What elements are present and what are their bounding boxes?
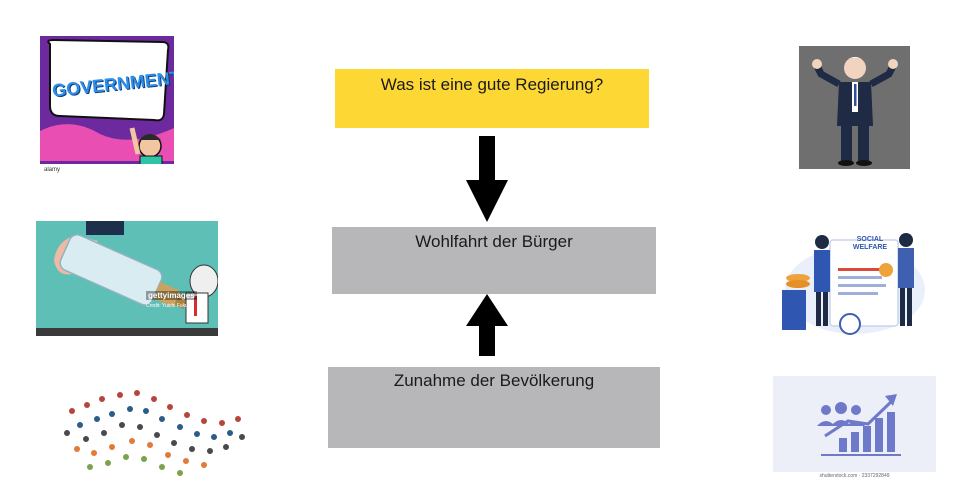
arrow-up-icon: [466, 294, 508, 356]
bottle-credit: Credit: Yuichi Fukui: [146, 303, 189, 309]
middle-box: Wohlfahrt der Bürger: [332, 227, 656, 294]
government-credit: alamy: [44, 167, 61, 173]
arrow-down-icon: [466, 136, 508, 222]
bottom-box: Zunahme der Bevölkerung: [328, 367, 660, 448]
growth-chart-image: shutterstock.com · 2337292849: [773, 376, 936, 484]
bottle-cartoon-image: gettyimages Credit: Yuichi Fukui: [36, 221, 218, 336]
government-cartoon-image: GOVERNMENT alamy: [40, 36, 174, 179]
bottle-watermark: gettyimages: [146, 291, 197, 300]
social-welfare-sign: SOCIAL WELFARE: [852, 236, 888, 251]
social-welfare-image: SOCIAL WELFARE: [778, 212, 932, 339]
top-box: Was ist eine gute Regierung?: [335, 69, 649, 128]
crowd-image: [42, 359, 256, 489]
bottom-box-label: Zunahme der Bevölkerung: [393, 371, 595, 390]
middle-box-label: Wohlfahrt der Bürger: [415, 232, 573, 251]
top-box-label: Was ist eine gute Regierung?: [380, 75, 604, 94]
politician-image: [799, 46, 910, 169]
growth-chart-credit: shutterstock.com · 2337292849: [819, 473, 890, 479]
